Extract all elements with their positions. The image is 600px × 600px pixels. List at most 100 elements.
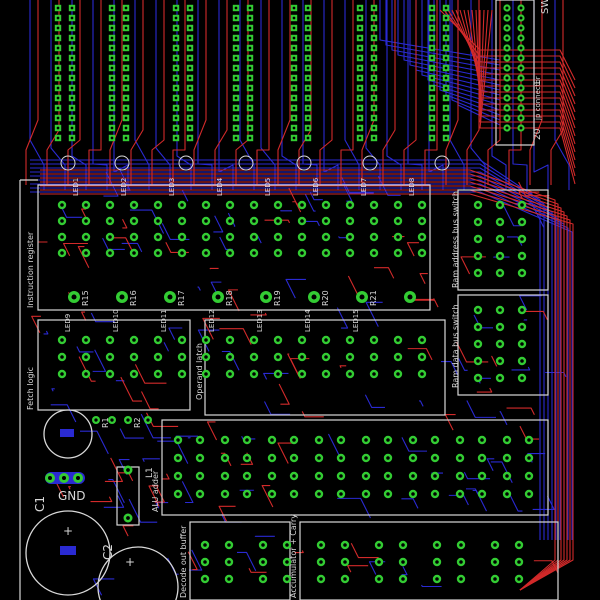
led-label: LED15 xyxy=(352,309,360,332)
c1-label: C1 xyxy=(33,496,47,512)
copper-trace xyxy=(151,0,165,185)
copper-trace xyxy=(172,0,186,185)
drill-hole xyxy=(476,237,480,241)
drill-hole xyxy=(292,86,296,90)
drill-hole xyxy=(252,219,256,223)
copper-trace xyxy=(30,171,553,540)
drill-hole xyxy=(234,86,238,90)
drill-hole xyxy=(110,6,114,10)
drill-hole xyxy=(430,66,434,70)
drill-hole xyxy=(188,116,192,120)
drill-hole xyxy=(444,116,448,120)
copper-trace xyxy=(391,0,501,71)
led-label: LED14 xyxy=(304,309,312,332)
drill-hole xyxy=(300,355,304,359)
drill-hole xyxy=(411,492,415,496)
drill-hole xyxy=(270,438,274,442)
drill-hole xyxy=(319,560,323,564)
drill-hole xyxy=(56,6,60,10)
drill-hole xyxy=(498,359,502,363)
drill-hole xyxy=(248,6,252,10)
drill-hole xyxy=(227,577,231,581)
drill-hole xyxy=(435,560,439,564)
drill-hole xyxy=(317,438,321,442)
copper-trace xyxy=(304,193,316,212)
drill-hole xyxy=(180,219,184,223)
drill-hole xyxy=(228,372,232,376)
copper-trace xyxy=(342,182,353,202)
copper-trace xyxy=(81,208,87,219)
copper-trace xyxy=(129,209,165,234)
drill-hole xyxy=(358,126,362,130)
drill-hole xyxy=(245,474,249,478)
drill-hole xyxy=(319,577,323,581)
drill-hole xyxy=(234,66,238,70)
drill-hole xyxy=(292,56,296,60)
instruction-register-label: Instruction register xyxy=(26,231,35,308)
drill-hole xyxy=(84,355,88,359)
drill-hole xyxy=(476,325,480,329)
resistor-label: R19 xyxy=(273,290,282,306)
resistor-label: R15 xyxy=(81,290,90,306)
drill-hole xyxy=(476,254,480,258)
drill-hole xyxy=(292,126,296,130)
instruction-register-outline xyxy=(37,184,431,311)
led-label: LED10 xyxy=(112,309,120,332)
drill-hole xyxy=(505,96,509,100)
drill-hole xyxy=(71,294,77,300)
drill-hole xyxy=(124,56,128,60)
drill-hole xyxy=(245,456,249,460)
drill-hole xyxy=(228,235,232,239)
component-pads xyxy=(54,4,534,584)
drill-hole xyxy=(519,106,523,110)
copper-trace xyxy=(30,179,561,540)
drill-hole xyxy=(459,543,463,547)
drill-hole xyxy=(56,76,60,80)
drill-hole xyxy=(372,16,376,20)
drill-hole xyxy=(306,36,310,40)
copper-trace xyxy=(218,505,236,522)
drill-hole xyxy=(285,577,289,581)
drill-hole xyxy=(223,456,227,460)
drill-hole xyxy=(519,86,523,90)
drill-hole xyxy=(420,372,424,376)
copper-trace xyxy=(403,0,417,185)
copper-trace xyxy=(103,495,125,508)
drill-hole xyxy=(124,26,128,30)
resistor-label: R21 xyxy=(369,290,378,306)
copper-trace xyxy=(451,0,501,121)
copper-trace xyxy=(292,201,302,213)
drill-hole xyxy=(56,36,60,40)
drill-hole xyxy=(519,36,523,40)
drill-hole xyxy=(498,271,502,275)
drill-hole xyxy=(520,308,524,312)
drill-hole xyxy=(505,126,509,130)
drill-hole xyxy=(261,543,265,547)
drill-hole xyxy=(493,577,497,581)
copper-trace xyxy=(277,442,296,464)
copper-trace xyxy=(148,485,160,507)
drill-hole xyxy=(124,36,128,40)
socket-marker xyxy=(296,155,312,171)
gnd-power-pads xyxy=(45,472,85,484)
drill-hole xyxy=(358,76,362,80)
drill-hole xyxy=(124,86,128,90)
drill-hole xyxy=(358,46,362,50)
copper-trace xyxy=(61,207,83,218)
alu-adder-outline xyxy=(161,419,549,516)
drill-hole xyxy=(476,271,480,275)
drill-hole xyxy=(56,116,60,120)
drill-hole xyxy=(276,251,280,255)
copper-trace xyxy=(31,315,41,333)
drill-hole xyxy=(458,438,462,442)
drill-hole xyxy=(476,308,480,312)
resistor-label: R17 xyxy=(177,290,186,306)
drill-hole xyxy=(126,516,130,520)
copper-trace xyxy=(115,380,125,382)
drill-hole xyxy=(174,86,178,90)
copper-trace xyxy=(409,0,501,86)
copper-trace xyxy=(507,490,523,512)
ram-data-switch-outline xyxy=(457,294,549,396)
drill-hole xyxy=(252,355,256,359)
copper-trace xyxy=(424,0,438,185)
